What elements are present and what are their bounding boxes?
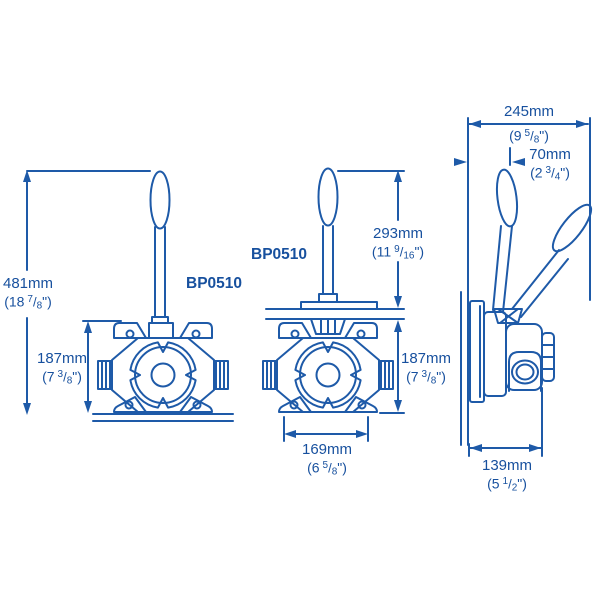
model-label-deck-view: BP0510 [251,246,308,263]
dim-mm-value: 293mm [372,225,424,242]
dim-mm-value: 481mm [2,275,54,292]
dim-mm-value: 245mm [503,103,555,120]
dim-mm-value: 139mm [481,457,533,474]
bulkhead-line [460,117,469,446]
handle-shaft [154,226,166,318]
model-label-front-view: BP0510 [186,275,243,292]
deck-flange [300,301,378,310]
back-plate [469,300,485,403]
dim-mm-value: 187mm [36,350,88,367]
handle-socket [310,318,346,335]
deck-view-dimension-lines [283,170,405,442]
handle-shaft-swung [511,249,569,318]
side-port [511,359,539,385]
dim-mm-value: 187mm [400,350,452,367]
dim-mm-value: 169mm [301,441,353,458]
deck-view-drawing [262,167,405,413]
front-cap-ribs [541,344,555,370]
mount-block [148,322,174,339]
dim-mm-value: 70mm [529,146,571,163]
side-port-bore [515,363,535,381]
deck-line [265,308,405,320]
mounting-surface-line [92,413,234,422]
shaft-collar [318,293,338,303]
side-view-dimension-lines [454,117,591,457]
pump-housing-side [483,311,507,397]
handle-shaft [322,225,334,295]
front-view-dimension-lines [23,170,151,415]
front-view-drawing [92,170,234,422]
handle-shaft-up [492,225,513,313]
pump-body-front [262,322,394,413]
handle-grip [149,170,171,230]
pump-body-front [97,322,229,413]
port-bracket [508,351,542,392]
handle-grip [317,167,339,227]
handle-grip-up [495,168,519,228]
